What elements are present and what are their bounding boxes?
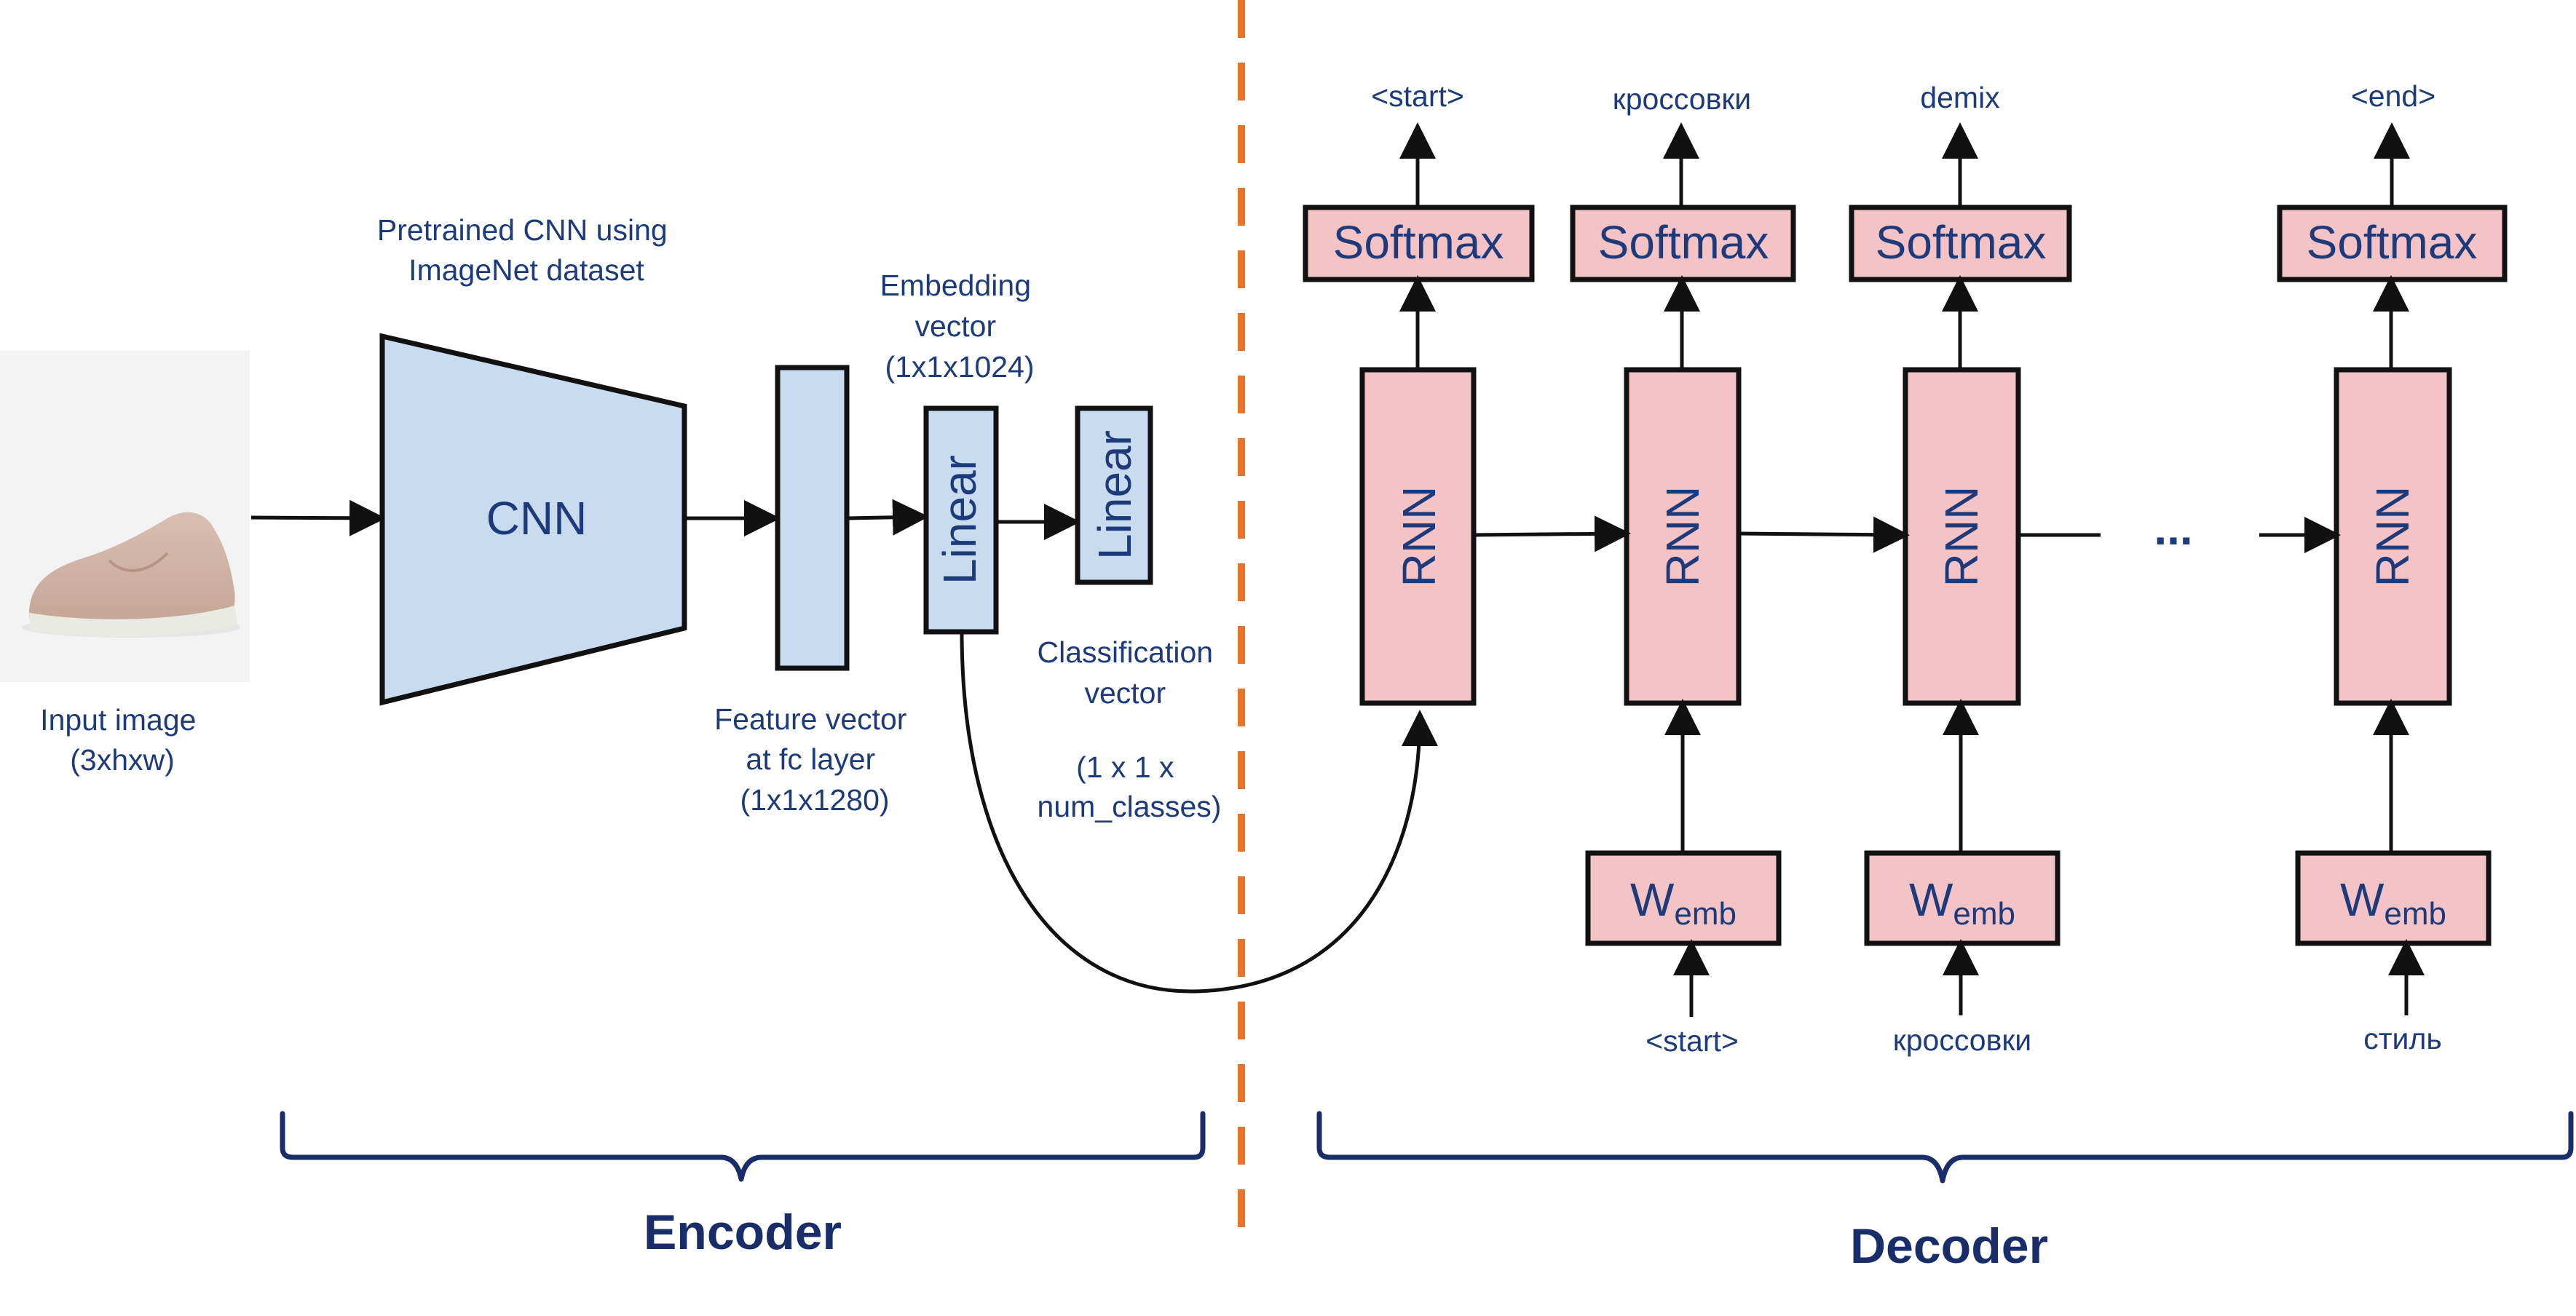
cnn-label: CNN <box>486 492 588 544</box>
input-image <box>0 351 250 682</box>
rnn-label-1: RNN <box>1393 486 1445 587</box>
output-token-2: кроссовки <box>1613 82 1751 116</box>
wemb-label-3: Wemb <box>2340 873 2446 932</box>
feature-vector-block <box>775 365 850 671</box>
softmax-label-1: Softmax <box>1333 216 1504 269</box>
input-token-2: кроссовки <box>1893 1023 2031 1057</box>
arrow-feature-to-linear <box>846 499 929 536</box>
wemb-label-2: Wemb <box>1909 873 2015 932</box>
input-token-3: стиль <box>2363 1022 2441 1055</box>
wemb-block-3: Wemb <box>2295 850 2492 946</box>
decoder-section-label: Decoder <box>1850 1218 2048 1274</box>
arrow-rnn2-to-rnn3 <box>1738 516 1910 553</box>
cnn-caption: Pretrained CNN using ImageNet dataset <box>377 213 676 287</box>
softmax-label-4: Softmax <box>2307 216 2478 269</box>
output-token-1: <start> <box>1371 79 1464 113</box>
wemb-block-1: Wemb <box>1585 850 1782 946</box>
linear-embedding-label: Linear <box>933 455 986 584</box>
rnn-block-2: RNN <box>1624 367 1742 706</box>
encoder-brace <box>280 1111 1206 1182</box>
softmax-block-2: Softmax <box>1570 205 1796 282</box>
rnn-block-3: RNN <box>1903 367 2021 706</box>
softmax-block-3: Softmax <box>1849 205 2072 282</box>
softmax-label-3: Softmax <box>1876 216 2047 269</box>
embedding-caption: Embedding vector (1x1x1024) <box>880 269 1040 384</box>
classification-caption: Classification vector (1 x 1 x num_class… <box>1038 635 1222 823</box>
rnn-label-2: RNN <box>1656 486 1709 587</box>
rnn-label-4: RNN <box>2366 486 2419 587</box>
ellipsis: ... <box>2154 502 2192 555</box>
rnn-block-4: RNN <box>2334 367 2452 706</box>
rnn-label-3: RNN <box>1935 486 1988 587</box>
decoder-brace <box>1316 1111 2574 1184</box>
feature-vector-caption: Feature vector at fc layer (1x1x1280) <box>714 702 915 817</box>
output-token-4: <end> <box>2351 79 2435 113</box>
encoder-section-label: Encoder <box>644 1205 842 1260</box>
softmax-block-1: Softmax <box>1303 205 1535 282</box>
softmax-label-2: Softmax <box>1598 216 1769 269</box>
input-token-1: <start> <box>1645 1024 1739 1058</box>
output-token-3: demix <box>1920 81 2000 114</box>
linear-classification-label: Linear <box>1089 430 1141 560</box>
wemb-label-1: Wemb <box>1630 873 1737 932</box>
input-image-caption: Input image (3xhxw) <box>40 703 205 777</box>
arrow-embedding-to-rnn <box>960 631 1438 994</box>
linear-classification-block <box>1075 405 1153 585</box>
cnn-block <box>379 333 687 706</box>
rnn-block-1: RNN <box>1359 367 1477 706</box>
arrow-rnn1-to-rnn2 <box>1473 515 1631 552</box>
softmax-block-4: Softmax <box>2277 205 2508 282</box>
wemb-block-2: Wemb <box>1864 850 2061 946</box>
